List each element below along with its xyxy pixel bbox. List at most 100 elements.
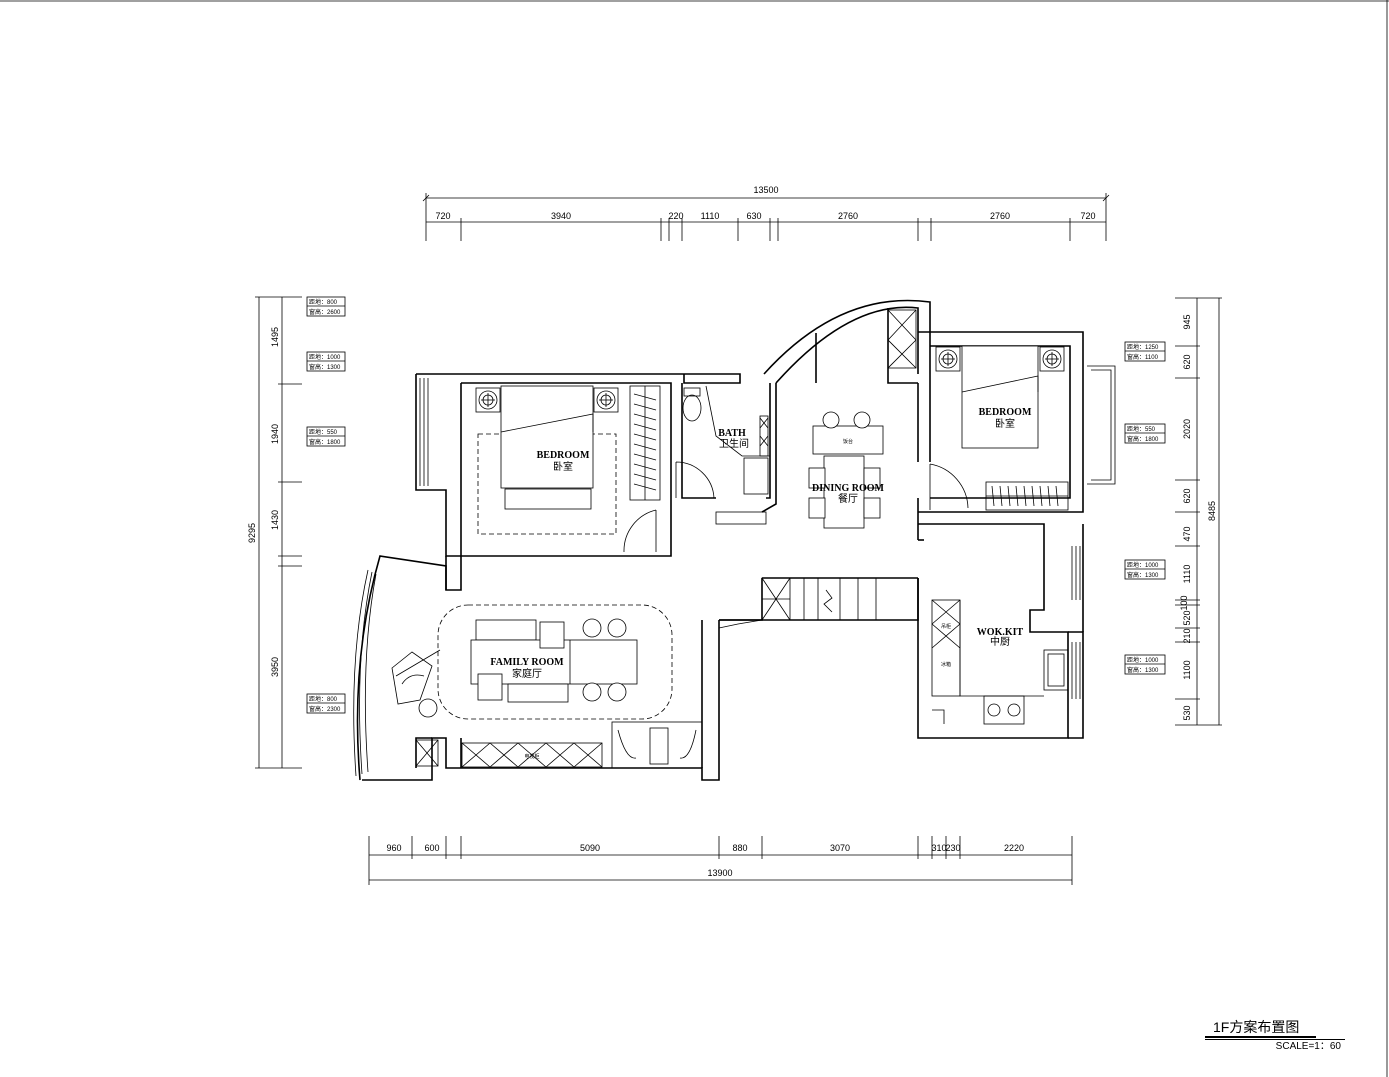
doors bbox=[623, 461, 969, 553]
top-dim-5: 630 bbox=[746, 211, 761, 221]
top-dim-1: 720 bbox=[435, 211, 450, 221]
stool bbox=[853, 411, 871, 429]
tv-cabinet bbox=[461, 742, 603, 768]
right-dim-3: 2020 bbox=[1182, 419, 1192, 439]
right-dim-8: 520 bbox=[1182, 610, 1192, 625]
rug bbox=[437, 604, 673, 720]
svg-text:距地：1000: 距地：1000 bbox=[309, 353, 341, 361]
right-dim-2: 620 bbox=[1182, 354, 1192, 369]
bedroom-right-label: BEDROOM bbox=[979, 407, 1032, 418]
wardrobe bbox=[629, 385, 661, 501]
right-dim-1: 945 bbox=[1182, 314, 1192, 329]
shower bbox=[743, 457, 769, 495]
bottom-total-dim: 13900 bbox=[707, 868, 732, 878]
svg-text:距地：1000: 距地：1000 bbox=[1127, 656, 1159, 664]
kitchen-furniture: 吊柜 冰箱 WOK.KIT 中厨 bbox=[931, 599, 1069, 725]
left-dim-3: 1430 bbox=[270, 510, 280, 530]
nightstand-lamp-icon bbox=[475, 387, 501, 413]
right-bedroom-furniture: BEDROOM 卧室 bbox=[935, 345, 1069, 511]
svg-text:距地：1000: 距地：1000 bbox=[1127, 561, 1159, 569]
top-total-dim: 13500 bbox=[753, 185, 778, 195]
kitchen-label-cn: 中厨 bbox=[990, 635, 1010, 648]
walls bbox=[356, 299, 1084, 781]
top-dim-2: 3940 bbox=[551, 211, 571, 221]
dining-table bbox=[812, 425, 884, 455]
stairs bbox=[718, 577, 877, 629]
right-dim-6: 1110 bbox=[1182, 565, 1192, 584]
svg-text:距地：550: 距地：550 bbox=[309, 428, 338, 436]
svg-text:窗高：2300: 窗高：2300 bbox=[309, 705, 341, 713]
svg-text:窗高：1300: 窗高：1300 bbox=[309, 363, 341, 371]
window-tag: 距地：550 窗高：1800 bbox=[306, 426, 346, 447]
bottom-dim-1: 960 bbox=[386, 843, 401, 853]
window-tag: 距地：1000 窗高：1300 bbox=[1124, 559, 1166, 580]
top-dim-4: 1110 bbox=[701, 211, 720, 221]
bottom-dim-4: 880 bbox=[732, 843, 747, 853]
bedroom-right-label-cn: 卧室 bbox=[995, 417, 1015, 430]
bottom-dim-8: 2220 bbox=[1004, 843, 1024, 853]
top-dim-3: 220 bbox=[668, 211, 683, 221]
drawing-scale: SCALE=1：60 bbox=[1205, 1039, 1345, 1054]
window-tag: 距地：800 窗高：2300 bbox=[306, 693, 346, 714]
right-total-dim: 8485 bbox=[1207, 501, 1217, 521]
wardrobe bbox=[985, 481, 1069, 511]
fridge-label: 冰箱 bbox=[941, 661, 951, 668]
svg-text:距地：1250: 距地：1250 bbox=[1127, 343, 1159, 351]
left-dim-1: 1495 bbox=[270, 327, 280, 347]
bed bbox=[500, 385, 594, 489]
family-room-label: FAMILY ROOM bbox=[490, 657, 564, 668]
right-dim-5: 470 bbox=[1182, 526, 1192, 541]
bath-label-cn: 卫生间 bbox=[719, 437, 749, 450]
top-dimensions: 13500 720 3940 220 1110 630 2760 2760 72… bbox=[422, 185, 1110, 241]
family-room-label-cn: 家庭厅 bbox=[512, 667, 542, 680]
sink bbox=[1043, 649, 1069, 691]
svg-text:窗高：1300: 窗高：1300 bbox=[1127, 571, 1159, 579]
svg-text:窗高：1100: 窗高：1100 bbox=[1127, 353, 1159, 361]
bottom-dim-3: 5090 bbox=[580, 843, 600, 853]
stove bbox=[983, 695, 1025, 725]
title-block: 1F方案布置图 SCALE=1：60 bbox=[1205, 1018, 1345, 1054]
bath-label: BATH bbox=[718, 428, 746, 439]
svg-text:距地：800: 距地：800 bbox=[309, 695, 338, 703]
chair bbox=[808, 467, 826, 489]
window-tag: 距地：1250 窗高：1100 bbox=[1124, 341, 1166, 362]
left-dimensions: 1495 1940 1430 3950 9295 bbox=[247, 296, 302, 769]
top-dim-8: 720 bbox=[1080, 211, 1095, 221]
dining-furniture: 饭台 DINING ROOM 餐厅 bbox=[808, 309, 917, 529]
bottom-dim-2: 600 bbox=[424, 843, 439, 853]
armchair bbox=[477, 673, 503, 701]
vanity bbox=[759, 415, 769, 457]
windows bbox=[353, 365, 1116, 777]
chair bbox=[863, 497, 881, 519]
svg-text:距地：550: 距地：550 bbox=[1127, 425, 1156, 433]
family-room-furniture: FAMILY ROOM 家庭厅 电视柜 bbox=[391, 604, 703, 769]
window-tag: 距地：800 窗高：2600 bbox=[306, 296, 346, 317]
kitchen-cabinet-label: 吊柜 bbox=[941, 623, 951, 630]
right-dim-7: 100 bbox=[1179, 595, 1189, 610]
right-dimensions: 945 620 2020 620 470 1110 100 520 210 11… bbox=[1175, 297, 1222, 726]
bottom-dim-7: 230 bbox=[945, 843, 960, 853]
bottom-dim-5: 3070 bbox=[830, 843, 850, 853]
window-tags-right: 距地：1250 窗高：1100 距地：550 窗高：1800 距地：1000 窗… bbox=[1124, 341, 1166, 675]
drawing-title: 1F方案布置图 bbox=[1205, 1018, 1316, 1038]
kitchen-label: WOK.KIT bbox=[977, 627, 1024, 638]
chair bbox=[863, 467, 881, 489]
bottom-dimensions: 960 600 5090 880 3070 310 230 2220 13900 bbox=[368, 836, 1073, 885]
nightstand-lamp-icon bbox=[935, 346, 961, 372]
bed bbox=[961, 345, 1039, 449]
svg-text:窗高：1300: 窗高：1300 bbox=[1127, 666, 1159, 674]
bench bbox=[504, 488, 592, 510]
left-dim-4: 3950 bbox=[270, 657, 280, 677]
window-tag: 距地：550 窗高：1800 bbox=[1124, 423, 1166, 444]
sofa-back bbox=[475, 619, 537, 641]
window-tag: 距地：1000 窗高：1300 bbox=[306, 351, 346, 372]
tv-cabinet-label: 电视柜 bbox=[524, 753, 539, 760]
armchair bbox=[539, 621, 565, 649]
window-tag: 距地：1000 窗高：1300 bbox=[1124, 654, 1166, 675]
right-dim-10: 1100 bbox=[1182, 660, 1192, 679]
right-dim-4: 620 bbox=[1182, 488, 1192, 503]
lounge-chair bbox=[391, 649, 441, 718]
bath-fixtures: BATH 卫生间 bbox=[682, 385, 770, 525]
top-dim-6: 2760 bbox=[838, 211, 858, 221]
nightstand-lamp-icon bbox=[1039, 346, 1065, 372]
